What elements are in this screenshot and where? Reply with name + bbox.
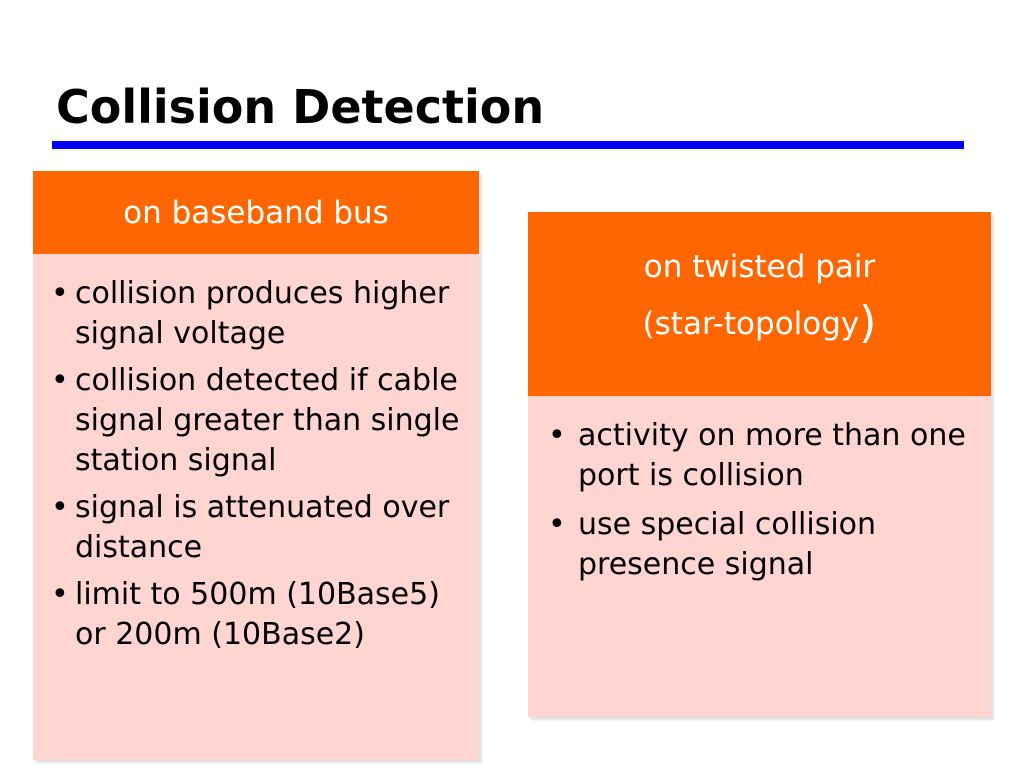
slide-title: Collision Detection <box>56 80 545 134</box>
baseband-bus-heading: on baseband bus <box>33 171 479 254</box>
list-item: • use special collision presence signal <box>528 505 991 585</box>
star-topology-label: (star-topology <box>642 306 860 342</box>
closing-paren: ) <box>859 297 877 348</box>
twisted-pair-panel: on twisted pair (star-topology) • activit… <box>528 212 991 717</box>
twisted-pair-list: • activity on more than one port is colli… <box>528 396 991 585</box>
list-item-text: use special collision presence signal <box>578 507 877 582</box>
list-item-text: limit to 500m (10Base5) or 200m (10Base2… <box>75 577 440 652</box>
bullet-icon: • <box>51 577 69 612</box>
list-item-text: collision detected if cable signal great… <box>75 363 460 478</box>
bullet-icon: • <box>548 418 566 453</box>
bullet-icon: • <box>548 507 566 542</box>
twisted-pair-heading-line2: (star-topology) <box>528 301 991 345</box>
list-item-text: activity on more than one port is collis… <box>578 418 966 493</box>
list-item-text: signal is attenuated over distance <box>75 490 450 565</box>
list-item: •signal is attenuated over distance <box>33 488 479 568</box>
title-underline <box>52 141 964 149</box>
list-item: • activity on more than one port is colli… <box>528 416 991 496</box>
list-item: •limit to 500m (10Base5) or 200m (10Base… <box>33 575 479 655</box>
bullet-icon: • <box>51 490 69 525</box>
list-item: •collision produces higher signal voltag… <box>33 274 479 354</box>
baseband-bus-panel: on baseband bus •collision produces high… <box>33 171 479 760</box>
list-item: •collision detected if cable signal grea… <box>33 361 479 481</box>
twisted-pair-heading: on twisted pair (star-topology) <box>528 212 991 396</box>
bullet-icon: • <box>51 363 69 398</box>
baseband-bus-list: •collision produces higher signal voltag… <box>33 254 479 655</box>
bullet-icon: • <box>51 276 69 311</box>
list-item-text: collision produces higher signal voltage <box>75 276 450 351</box>
twisted-pair-heading-line1: on twisted pair <box>643 249 876 285</box>
